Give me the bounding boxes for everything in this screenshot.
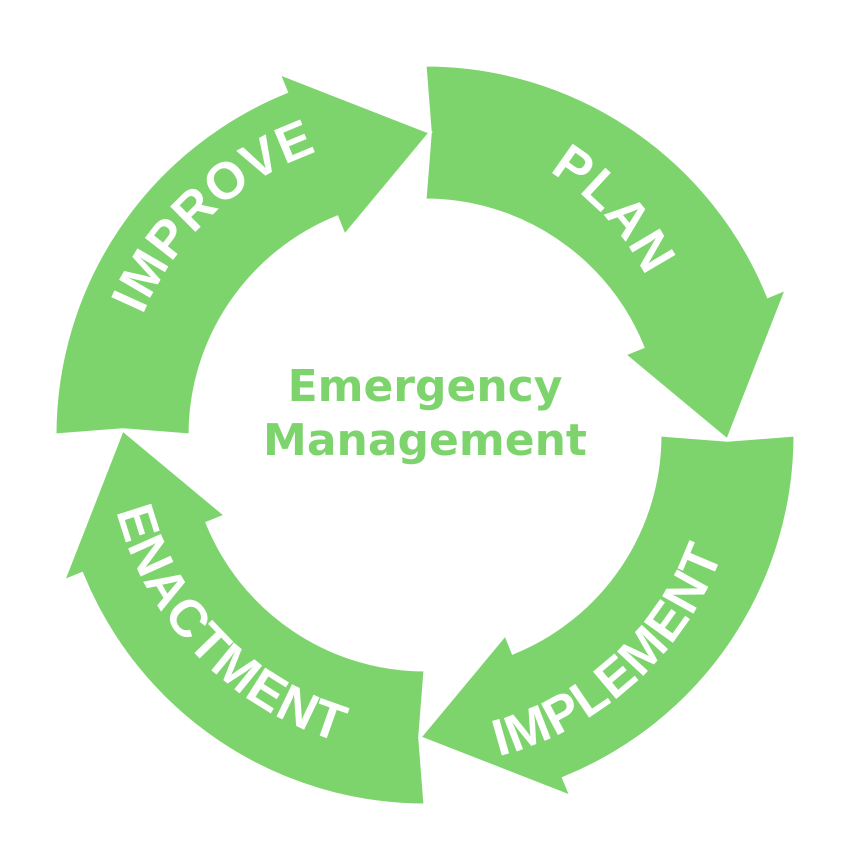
arrow-segment-enactment: [60, 427, 427, 807]
center-title-line1: Emergency: [287, 361, 563, 412]
center-title: Emergency Management: [225, 360, 625, 468]
center-title-line2: Management: [263, 415, 587, 466]
cycle-segments: [53, 63, 797, 807]
arrow-segment-implement: [417, 433, 797, 800]
arrow-segment-improve: [53, 70, 433, 437]
arrow-segment-plan: [423, 63, 790, 443]
